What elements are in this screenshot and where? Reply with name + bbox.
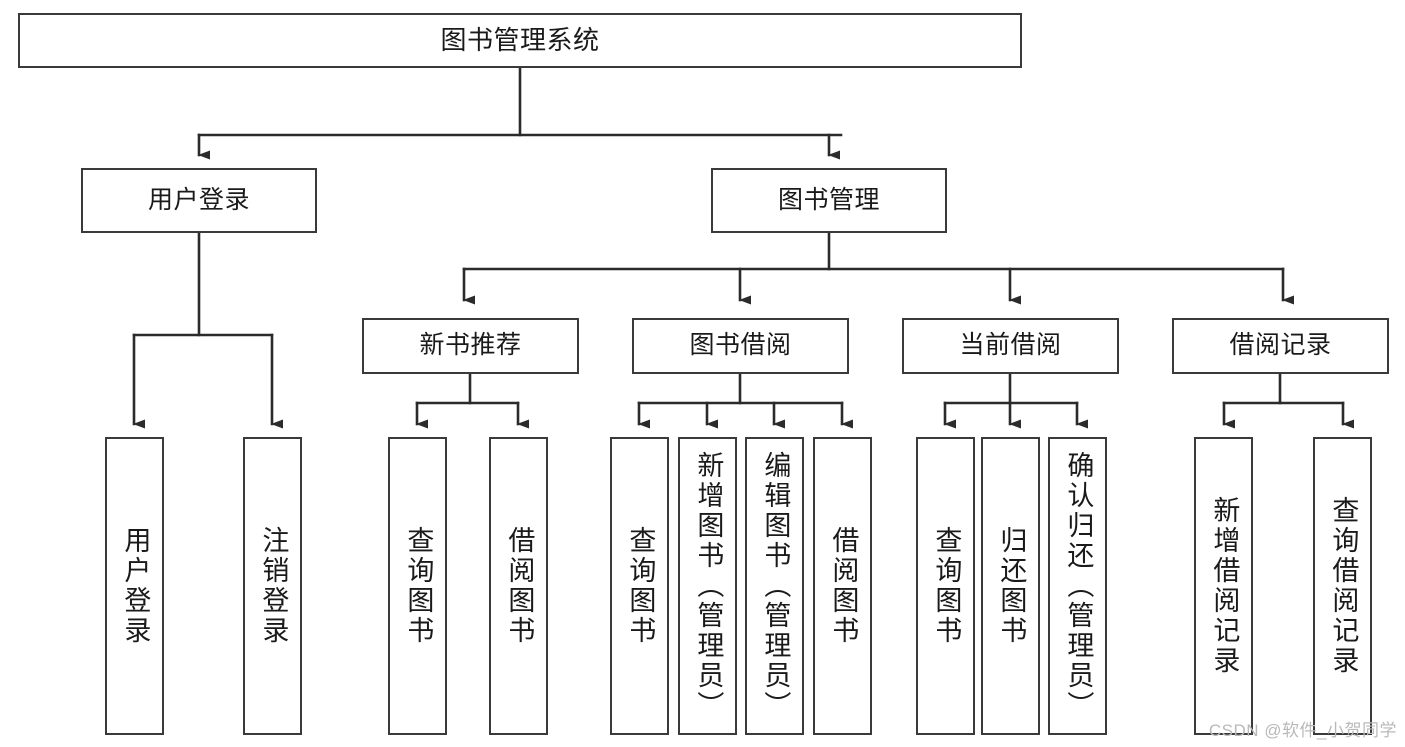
node-label: 借阅图书	[504, 526, 535, 646]
node-label: 用户登录	[147, 185, 250, 214]
node-leaf-add-book[interactable]: 新增图书（管理员）	[678, 437, 737, 735]
node-label: 图书管理系统	[440, 25, 600, 56]
node-label: 借阅图书	[828, 526, 859, 646]
node-label: 新书推荐	[419, 331, 522, 360]
node-label: 确认归还（管理员）	[1063, 451, 1094, 721]
node-leaf-query-book-current[interactable]: 查询图书	[916, 437, 975, 735]
node-label: 新增图书（管理员）	[693, 451, 724, 721]
node-leaf-query-borrow-record[interactable]: 查询借阅记录	[1313, 437, 1372, 735]
node-leaf-query-book-borrow[interactable]: 查询图书	[610, 437, 669, 735]
node-label: 新增借阅记录	[1209, 496, 1240, 676]
node-new-book-recommend[interactable]: 新书推荐	[362, 318, 579, 374]
node-label: 查询借阅记录	[1328, 496, 1359, 676]
node-label: 查询图书	[625, 526, 656, 646]
node-leaf-borrow-book-recommend[interactable]: 借阅图书	[489, 437, 548, 735]
node-current-borrow[interactable]: 当前借阅	[902, 318, 1119, 374]
node-label: 当前借阅	[959, 331, 1062, 360]
node-label: 注销登录	[258, 526, 289, 646]
node-leaf-query-book-recommend[interactable]: 查询图书	[388, 437, 447, 735]
node-label: 图书管理	[777, 185, 880, 214]
node-leaf-logout-login[interactable]: 注销登录	[243, 437, 302, 735]
node-leaf-borrow-book[interactable]: 借阅图书	[813, 437, 872, 735]
node-label: 查询图书	[931, 526, 962, 646]
node-book-management[interactable]: 图书管理	[711, 168, 947, 233]
node-label: 图书借阅	[689, 331, 792, 360]
node-label: 用户登录	[120, 526, 151, 646]
node-label: 编辑图书（管理员）	[760, 451, 791, 721]
node-leaf-return-book[interactable]: 归还图书	[981, 437, 1040, 735]
node-leaf-edit-book[interactable]: 编辑图书（管理员）	[745, 437, 804, 735]
node-leaf-user-login[interactable]: 用户登录	[105, 437, 164, 735]
node-book-borrow[interactable]: 图书借阅	[632, 318, 849, 374]
node-root-book-management-system[interactable]: 图书管理系统	[18, 13, 1022, 68]
node-label: 借阅记录	[1229, 331, 1332, 360]
node-user-login[interactable]: 用户登录	[81, 168, 317, 233]
node-label: 查询图书	[403, 526, 434, 646]
node-label: 归还图书	[996, 526, 1027, 646]
node-leaf-confirm-return[interactable]: 确认归还（管理员）	[1048, 437, 1107, 735]
node-leaf-add-borrow-record[interactable]: 新增借阅记录	[1194, 437, 1253, 735]
node-borrow-record[interactable]: 借阅记录	[1172, 318, 1389, 374]
